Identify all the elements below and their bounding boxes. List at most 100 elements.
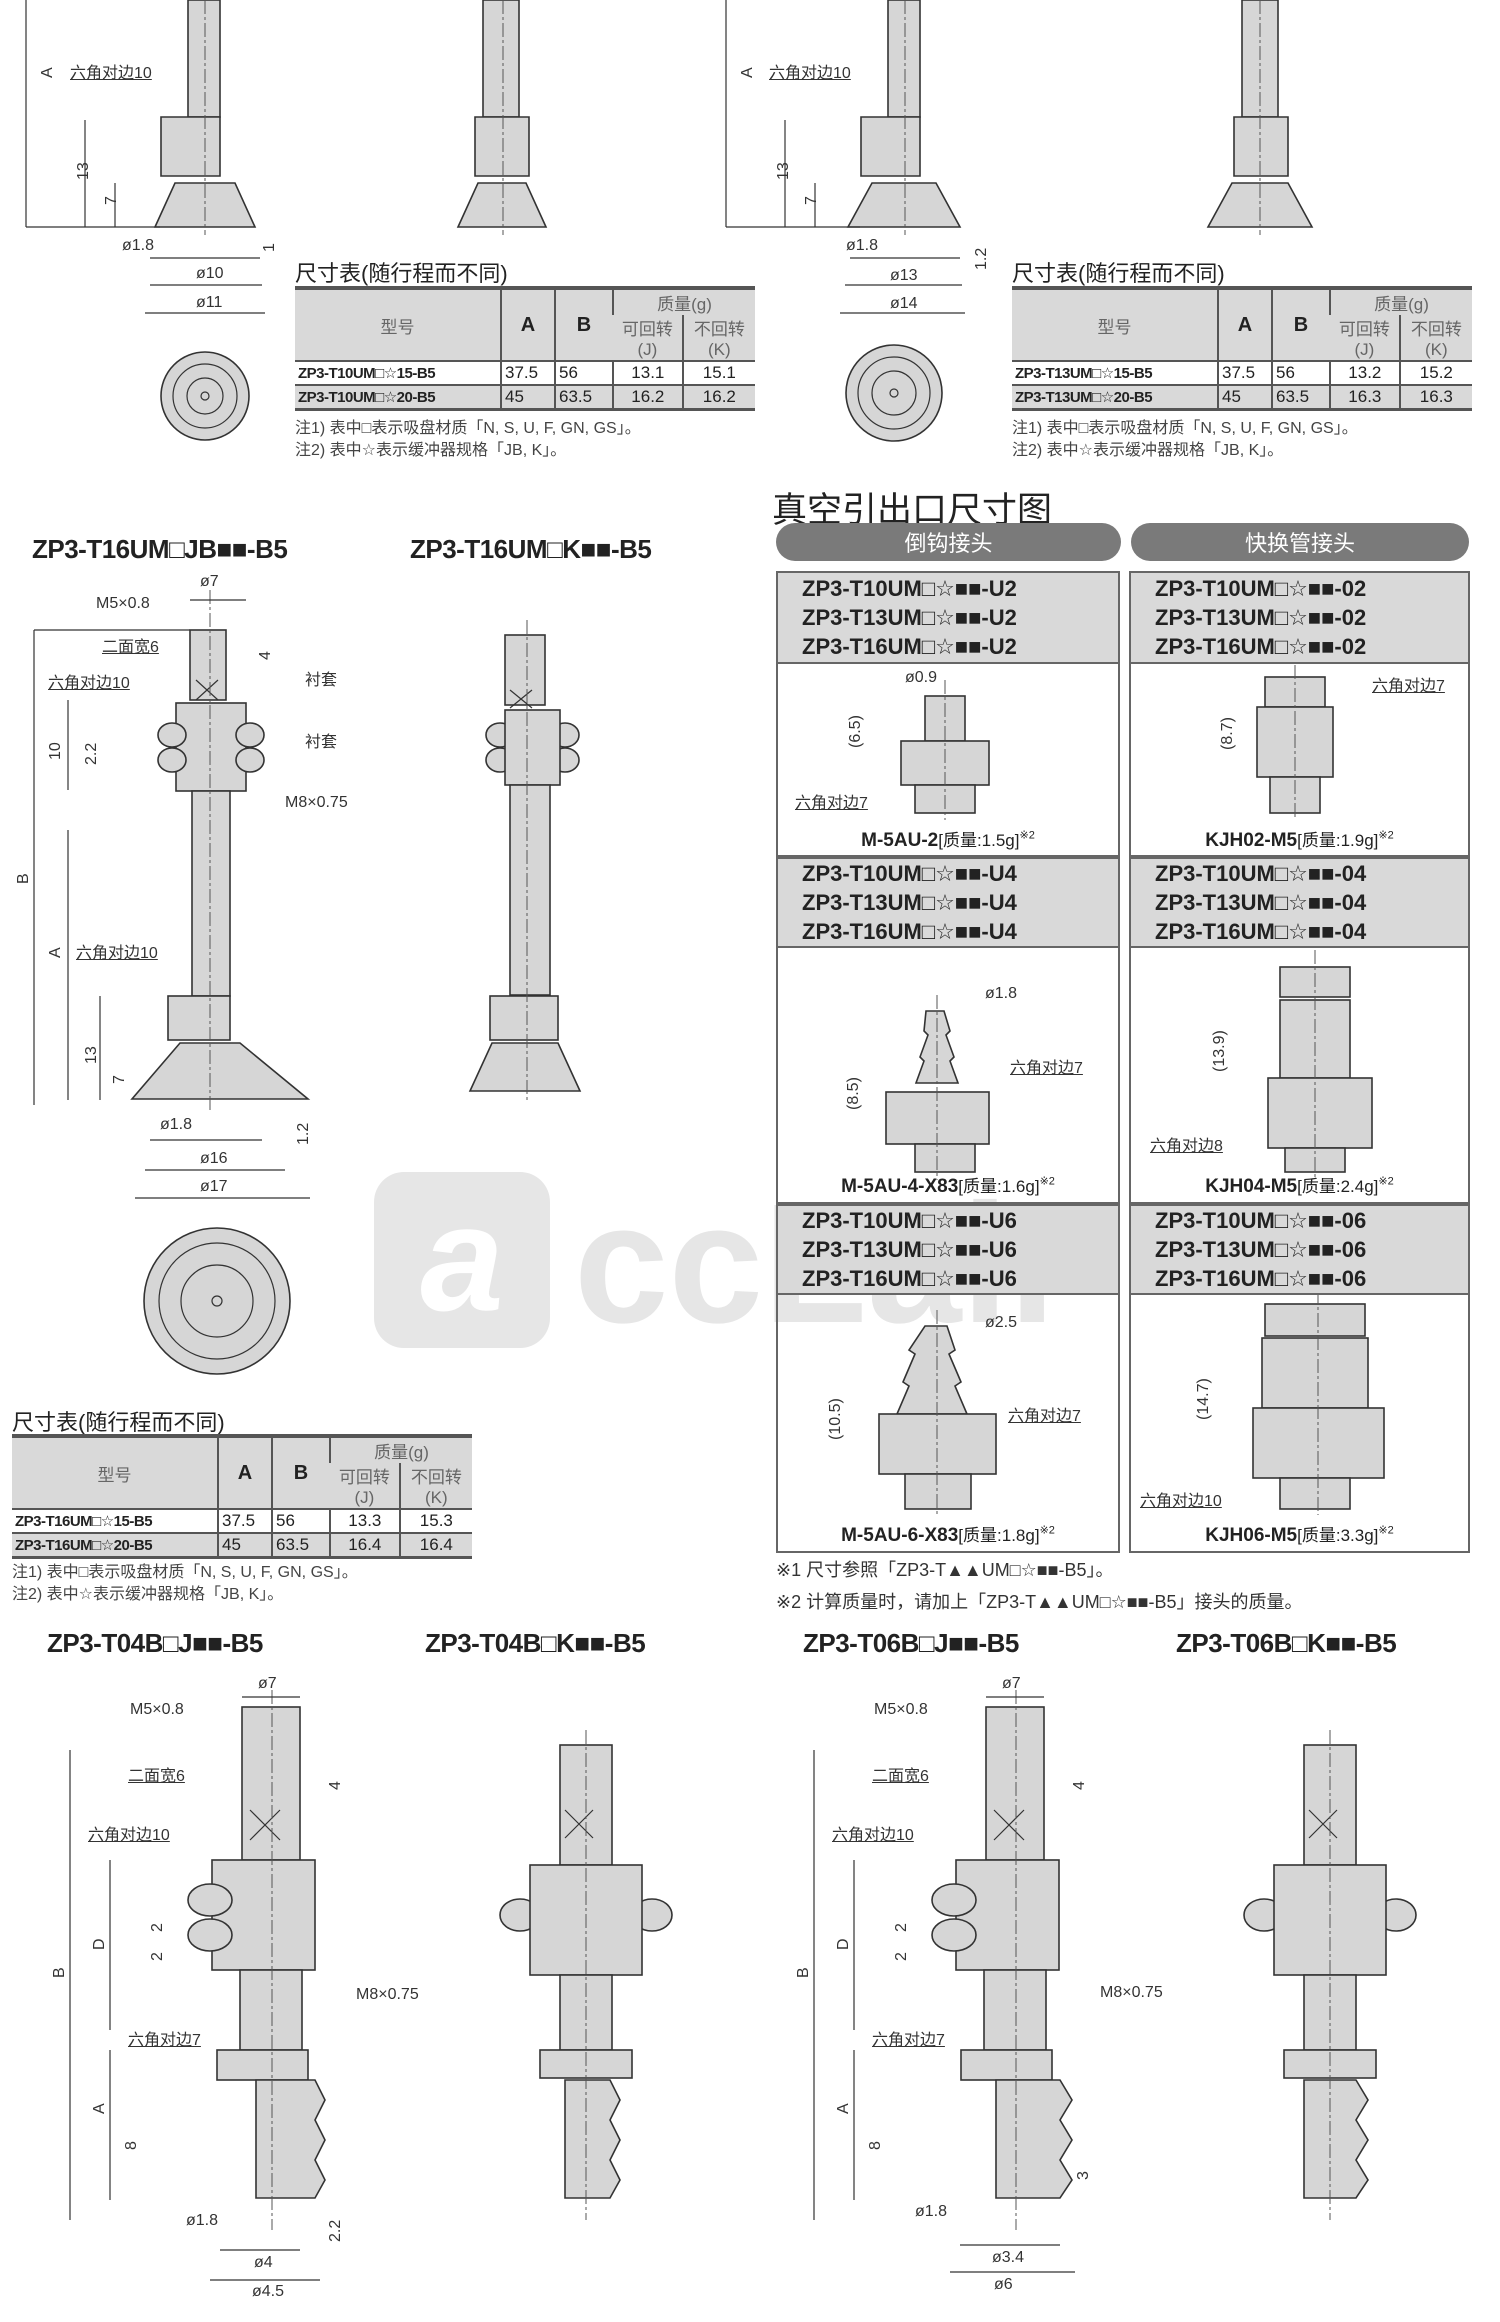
- drawing-title: ZP3-T16UM□K■■-B5: [410, 534, 652, 564]
- footnote: ※1 尺寸参照「ZP3-T▲▲UM□☆■■-B5」。: [776, 1560, 1114, 1580]
- dim-label: ø11: [196, 294, 223, 311]
- fitting-m-5au-4-x83: [885, 995, 990, 1180]
- col-a: A: [217, 1436, 272, 1509]
- text: ※2: [1039, 1524, 1055, 1537]
- dim-label: 2.2: [83, 742, 100, 765]
- dim-label: (13.9): [1211, 1030, 1228, 1072]
- col-b: B: [271, 1436, 330, 1509]
- dim-label: M8×0.75: [1100, 1984, 1163, 2001]
- dim-label: 六角对边10: [88, 1827, 170, 1844]
- table-cell: 45: [1217, 384, 1272, 410]
- text: ZP3-T13UM□☆■■-02: [1155, 605, 1367, 630]
- part-caption: KJH06-M5[质量:3.3g]※2: [1131, 1521, 1468, 1547]
- part-caption: M-5AU-6-X83[质量:1.8g]※2: [778, 1521, 1118, 1547]
- text: 可回转(J)不回转(K): [295, 315, 755, 361]
- text: M-5AU-2: [861, 830, 939, 851]
- part-caption: KJH02-M5[质量:1.9g]※2: [1131, 826, 1468, 852]
- part-caption: M-5AU-4-X83[质量:1.6g]※2: [778, 1172, 1118, 1198]
- dim-label: 13: [75, 162, 92, 180]
- dim-label: 7: [803, 196, 820, 205]
- dim-label: ø1.8: [846, 237, 879, 254]
- dim-label: B: [51, 1967, 68, 1978]
- dim-label: 2.2: [327, 2219, 344, 2242]
- text: KJH04-M5: [1205, 1176, 1298, 1197]
- text: ※2: [1378, 1175, 1394, 1188]
- table-title: 尺寸表(随行程而不同): [295, 261, 508, 286]
- text: 注2) 表中☆表示缓冲器规格「JB, K」。: [12, 1586, 284, 1603]
- dim-label: (8.5): [845, 1077, 862, 1110]
- dim-label: A: [91, 2103, 108, 2114]
- dim-label: A: [835, 2103, 852, 2114]
- dim-label: ø2.5: [985, 1314, 1018, 1331]
- table-note: 注1) 表中□表示吸盘材质「N, S, U, F, GN, GS」。注2) 表中…: [1012, 418, 1358, 462]
- dim-label: 二面宽6: [102, 639, 159, 656]
- dim-label: 二面宽6: [128, 1768, 185, 1785]
- table-cell: 63.5: [554, 384, 613, 410]
- table-cell: 56: [271, 1508, 330, 1533]
- dim-label: 13: [775, 162, 792, 180]
- dim-label: ø1.8: [122, 237, 155, 254]
- text: ※2: [1039, 1175, 1055, 1188]
- dim-label: ø7: [258, 1675, 277, 1692]
- drawing-title: ZP3-T16UM□JB■■-B5: [32, 534, 288, 564]
- table-cell: ZP3-T16UM□☆15-B5: [12, 1508, 218, 1533]
- dim-label: A: [39, 67, 56, 78]
- dim-label: 7: [103, 196, 120, 205]
- col-model: 型号: [12, 1436, 218, 1509]
- dim-label: (8.7): [1219, 717, 1236, 750]
- col-j: 可回转(J): [330, 1463, 400, 1509]
- dim-label: 六角对边10: [832, 1827, 914, 1844]
- dim-label: 六角对边7: [872, 2032, 945, 2049]
- drawing-t04b-k: [499, 1730, 673, 2220]
- dim-label: ø1.8: [915, 2203, 948, 2220]
- drawing-t16-top-view: [143, 1227, 291, 1375]
- dim-label: 衬套: [305, 672, 338, 689]
- dim-label: (14.7): [1195, 1378, 1212, 1420]
- text: 注2) 表中☆表示缓冲器规格「JB, K」。: [295, 442, 567, 459]
- col-model: 型号: [1012, 288, 1218, 361]
- table-cell: 63.5: [1271, 384, 1330, 410]
- dim-label: 2: [149, 1952, 166, 1961]
- drawing-t04b-j: [69, 1690, 326, 2281]
- table-cell: 45: [500, 384, 555, 410]
- dim-label: 8: [867, 2141, 884, 2150]
- dim-label: 2: [893, 1923, 910, 1932]
- dim-label: 4: [257, 651, 274, 660]
- tab-quick-fitting: 快换管接头: [1131, 523, 1469, 561]
- text: [质量:1.9g]: [1297, 831, 1379, 850]
- dim-label: B: [795, 1967, 812, 1978]
- text: ※2: [1019, 829, 1035, 842]
- footnote: ※2 计算质量时，请加上「ZP3-T▲▲UM□☆■■-B5」接头的质量。: [776, 1592, 1303, 1612]
- dim-label: 六角对边7: [1010, 1060, 1083, 1077]
- col-b: B: [1271, 288, 1330, 361]
- table-cell: 37.5: [1217, 360, 1272, 385]
- dim-label: ø3.4: [992, 2249, 1025, 2266]
- dim-label: A: [739, 67, 756, 78]
- text: KJH02-M5: [1205, 830, 1298, 851]
- part-caption: M-5AU-2[质量:1.5g]※2: [778, 826, 1118, 852]
- col-mass: 质量(g): [612, 288, 755, 315]
- table-title: 尺寸表(随行程而不同): [1012, 261, 1225, 286]
- dim-label: 2: [893, 1952, 910, 1961]
- text: M-5AU-4-X83: [841, 1176, 959, 1197]
- tab-barb-fitting: 倒钩接头: [776, 523, 1121, 561]
- col-k: 不回转(K): [1398, 315, 1472, 361]
- text: 可回转(J)不回转(K): [1012, 315, 1472, 361]
- text: ZP3-T13UM□☆■■-U2: [802, 605, 1017, 630]
- col-mass: 质量(g): [329, 1436, 472, 1463]
- text: ZP3-T10UM□☆■■-U4: [802, 861, 1017, 886]
- table-cell: 37.5: [500, 360, 555, 385]
- dim-label: 二面宽6: [872, 1768, 929, 1785]
- dim-label: ø7: [1002, 1675, 1021, 1692]
- dim-label: 4: [327, 1781, 344, 1790]
- table-cell: ZP3-T13UM□☆20-B5: [1012, 384, 1218, 410]
- table-cell: 16.2: [681, 384, 755, 410]
